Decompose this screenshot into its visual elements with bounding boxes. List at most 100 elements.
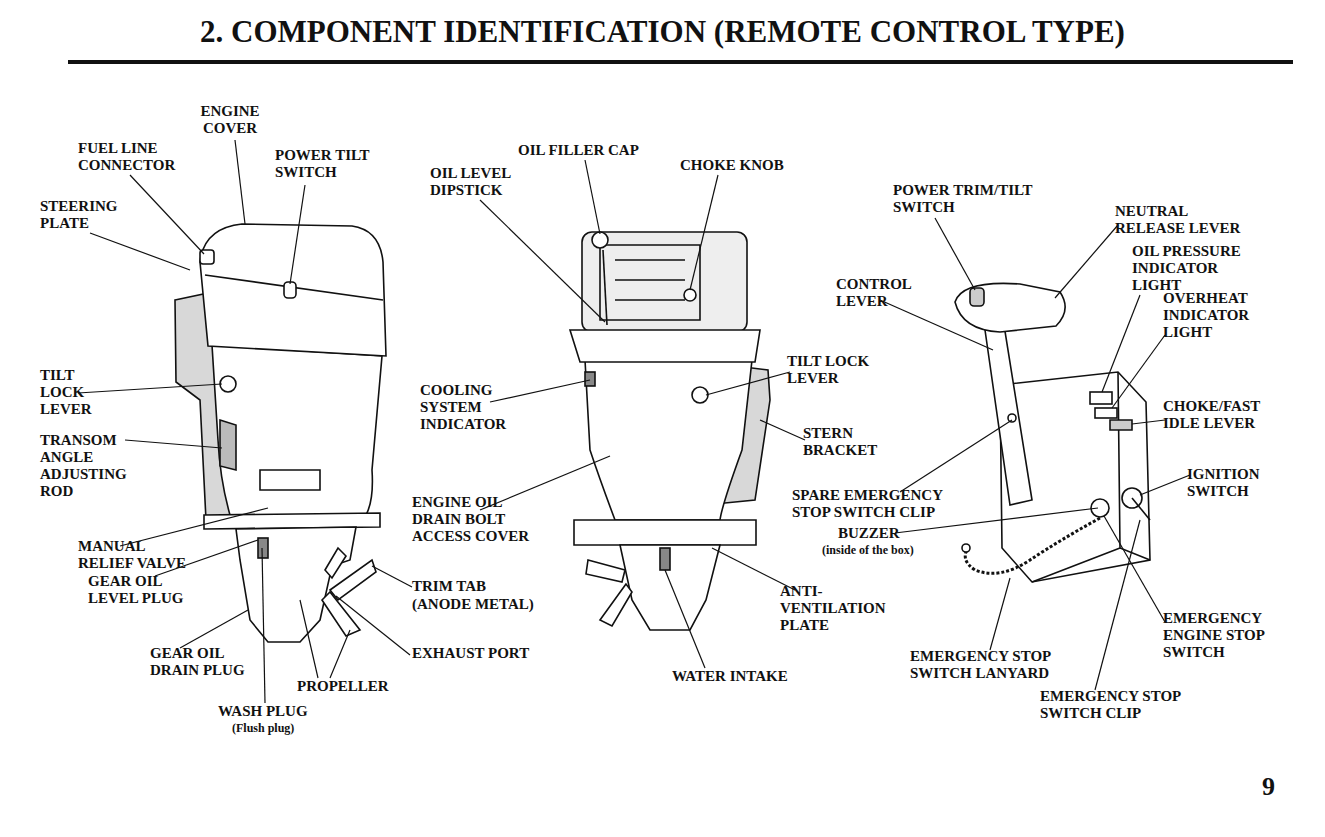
gearcase [620, 545, 720, 630]
transom-rod [220, 420, 236, 470]
leader-line [665, 570, 705, 668]
leader-line [78, 384, 222, 393]
leader-line [1095, 520, 1140, 690]
part-label: POWER TILT SWITCH [275, 147, 390, 181]
shaft-housing [585, 360, 752, 520]
lever-handle [955, 283, 1065, 332]
part-label: STEERING PLATE [40, 198, 140, 232]
lower-cover [570, 330, 760, 362]
leader-line [1112, 335, 1165, 408]
leader-line [235, 140, 245, 224]
part-label: EMERGENCY STOP SWITCH CLIP [1040, 688, 1210, 722]
tilt-lock-knob [220, 376, 236, 392]
part-label: PROPELLER [297, 678, 389, 695]
leader-line [706, 372, 790, 395]
part-label: COOLING SYSTEM INDICATOR [420, 382, 520, 433]
outboard-side-view [175, 224, 386, 642]
oil-filler-cap [592, 232, 608, 248]
part-label: GEAR OIL LEVEL PLUG [88, 573, 203, 607]
trim-switch [970, 288, 984, 306]
indicator-light [1095, 408, 1117, 418]
part-label: CONTROL LEVER [836, 276, 926, 310]
part-label: ENGINE OIL DRAIN BOLT ACCESS COVER [412, 494, 542, 545]
leader-line [585, 160, 600, 234]
leader-line [90, 233, 190, 270]
control-lever [985, 325, 1032, 505]
part-label: EXHAUST PORT [412, 645, 529, 662]
part-label: (ANODE METAL) [412, 596, 534, 613]
part-label: BUZZER [838, 525, 900, 542]
engine-detail [600, 245, 700, 320]
indicator [585, 372, 595, 386]
leader-line [1055, 225, 1118, 298]
part-label: ANTI- VENTILATION PLATE [780, 583, 898, 634]
leader-line [130, 175, 204, 254]
tilt-lock-knob [692, 387, 708, 403]
part-label: IGNITION SWITCH [1187, 466, 1287, 500]
title-rule [68, 60, 1293, 64]
leader-line [880, 300, 993, 350]
leader-line [300, 600, 350, 678]
part-label: OIL FILLER CAP [518, 142, 639, 159]
leader-line [690, 175, 718, 290]
leader-line [990, 578, 1010, 650]
dipstick [603, 250, 607, 325]
part-label: OIL LEVEL DIPSTICK [430, 165, 545, 199]
part-label: TRIM TAB [412, 578, 486, 595]
cover-seam [205, 275, 383, 300]
leader-line [900, 420, 1012, 492]
leader-line [372, 566, 412, 587]
plug [258, 538, 268, 558]
page-title: 2. COMPONENT IDENTIFICATION (REMOTE CONT… [200, 14, 1125, 50]
leader-line [336, 596, 410, 655]
part-label: SPARE EMERGENCY STOP SWITCH CLIP [792, 487, 962, 521]
leader-line [262, 548, 265, 703]
propeller-blade [600, 584, 632, 626]
part-label: NEUTRAL RELEASE LEVER [1115, 203, 1253, 237]
leader-lines [78, 140, 1190, 703]
indicator-light [1090, 392, 1112, 404]
lanyard-clip [962, 544, 970, 552]
part-label: EMERGENCY ENGINE STOP SWITCH [1163, 610, 1288, 661]
anti-ventilation-plate [574, 520, 756, 545]
water-intake [660, 548, 670, 570]
part-label: WATER INTAKE [672, 668, 788, 685]
propeller-blade [322, 592, 360, 636]
shaft-housing [212, 345, 382, 515]
part-label: CHOKE KNOB [680, 157, 784, 174]
engine-block [582, 232, 747, 332]
leader-line [290, 185, 305, 284]
spare-clip [1008, 414, 1016, 422]
part-label: OVERHEAT INDICATOR LIGHT [1163, 290, 1273, 341]
choke-knob [684, 289, 696, 301]
remote-control [955, 283, 1150, 582]
part-label: (inside of the box) [822, 543, 914, 557]
leader-line [1132, 420, 1165, 424]
part-label: CHOKE/FAST IDLE LEVER [1163, 398, 1288, 432]
leader-line [1140, 475, 1190, 495]
leader-line [1104, 516, 1165, 622]
propeller-blade [586, 560, 625, 582]
leader-line [760, 420, 805, 440]
leader-line [480, 200, 605, 322]
tilt-switch [284, 282, 296, 298]
part-label: MANUAL RELIEF VALVE [78, 538, 198, 572]
lanyard [965, 518, 1100, 573]
part-label: TRANSOM ANGLE ADJUSTING ROD [40, 432, 150, 500]
key [1132, 498, 1150, 520]
part-label: EMERGENCY STOP SWITCH LANYARD [910, 648, 1080, 682]
propeller-blade [325, 548, 346, 578]
part-label: OIL PRESSURE INDICATOR LIGHT [1132, 243, 1257, 294]
part-label: TILT LOCK LEVER [40, 367, 110, 418]
leader-line [490, 380, 590, 402]
fast-idle-lever [1110, 420, 1132, 430]
part-label: POWER TRIM/TILT SWITCH [893, 182, 1053, 216]
cover-plate [260, 470, 320, 490]
part-label: ENGINE COVER [190, 103, 270, 137]
part-label: FUEL LINE CONNECTOR [78, 140, 188, 174]
leader-line [180, 610, 248, 648]
page-number: 9 [1262, 772, 1275, 802]
part-label: (Flush plug) [232, 721, 294, 735]
part-label: WASH PLUG [218, 703, 308, 720]
leader-line [125, 440, 222, 448]
